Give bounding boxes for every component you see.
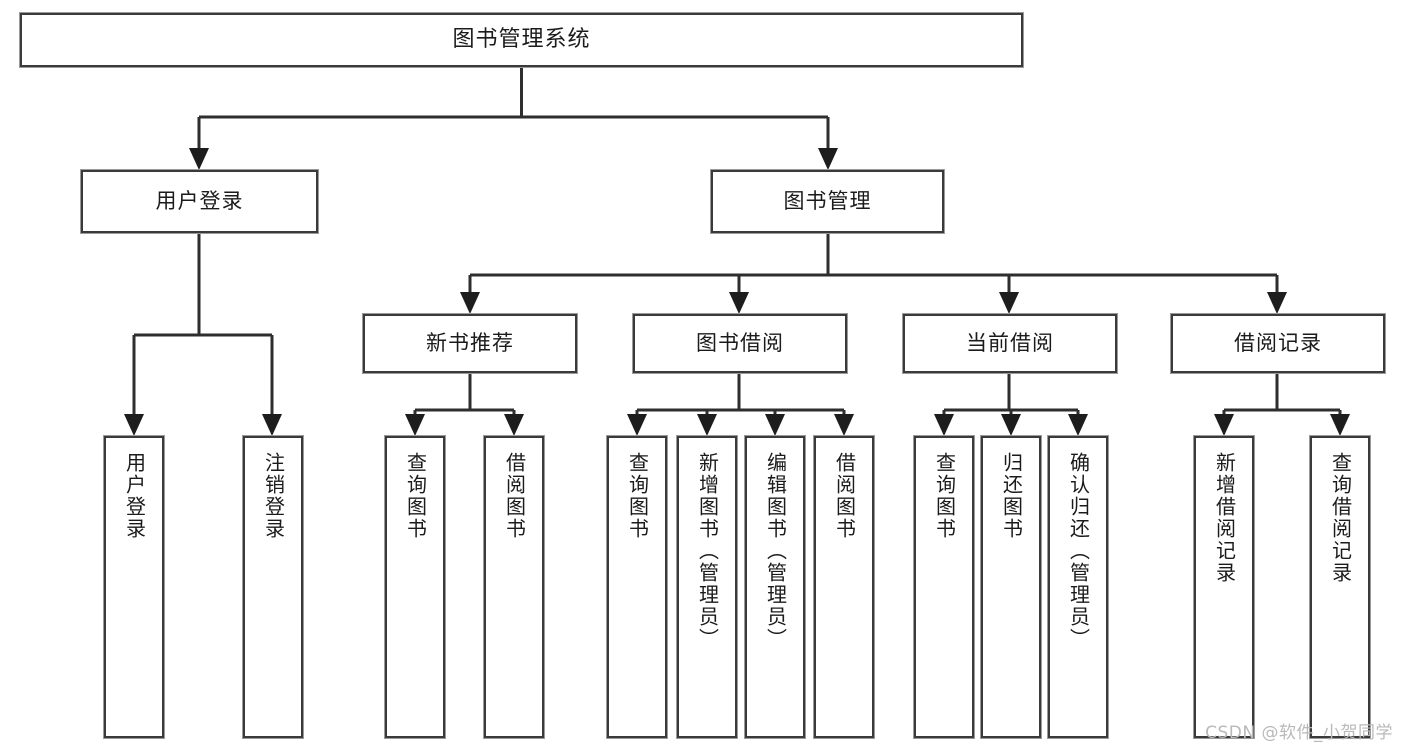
node-label: 注销登录 bbox=[261, 452, 286, 540]
node-label: 查询借阅记录 bbox=[1328, 452, 1353, 584]
leaf-query-book-borrow[interactable]: 查询图书 bbox=[607, 436, 667, 738]
node-label: 新增借阅记录 bbox=[1212, 452, 1237, 584]
leaf-confirm-return-admin[interactable]: 确认归还（管理员） bbox=[1048, 436, 1108, 738]
node-label: 图书借阅 bbox=[696, 330, 784, 355]
node-book-management[interactable]: 图书管理 bbox=[711, 170, 944, 233]
node-label: 图书管理 bbox=[783, 188, 872, 213]
leaf-edit-book-admin[interactable]: 编辑图书（管理员） bbox=[745, 436, 805, 738]
node-current-borrow[interactable]: 当前借阅 bbox=[903, 314, 1117, 373]
node-borrow-record[interactable]: 借阅记录 bbox=[1171, 314, 1385, 373]
node-book-borrow[interactable]: 图书借阅 bbox=[633, 314, 847, 373]
leaf-logout[interactable]: 注销登录 bbox=[243, 436, 303, 738]
leaf-borrow-book-recommend[interactable]: 借阅图书 bbox=[484, 436, 544, 738]
node-label: 借阅图书 bbox=[502, 452, 527, 540]
node-root-system[interactable]: 图书管理系统 bbox=[20, 13, 1023, 67]
node-label: 新增图书（管理员） bbox=[695, 452, 720, 650]
node-label: 图书管理系统 bbox=[452, 26, 591, 52]
leaf-query-book-recommend[interactable]: 查询图书 bbox=[385, 436, 445, 738]
leaf-add-book-admin[interactable]: 新增图书（管理员） bbox=[677, 436, 737, 738]
node-label: 编辑图书（管理员） bbox=[763, 452, 788, 650]
node-label: 用户登录 bbox=[122, 452, 147, 540]
node-label: 查询图书 bbox=[932, 452, 957, 540]
leaf-add-borrow-record[interactable]: 新增借阅记录 bbox=[1194, 436, 1254, 738]
node-label: 借阅记录 bbox=[1234, 330, 1322, 355]
leaf-return-book[interactable]: 归还图书 bbox=[981, 436, 1041, 738]
node-label: 用户登录 bbox=[155, 188, 244, 213]
node-label: 新书推荐 bbox=[426, 330, 514, 355]
csdn-watermark: CSDN @软件_小贺同学 bbox=[1205, 723, 1393, 743]
node-label: 确认归还（管理员） bbox=[1066, 452, 1091, 650]
node-user-login[interactable]: 用户登录 bbox=[81, 170, 318, 233]
leaf-borrow-book[interactable]: 借阅图书 bbox=[814, 436, 874, 738]
node-label: 归还图书 bbox=[999, 452, 1024, 540]
node-label: 查询图书 bbox=[625, 452, 650, 540]
node-label: 借阅图书 bbox=[832, 452, 857, 540]
leaf-user-login[interactable]: 用户登录 bbox=[104, 436, 164, 738]
node-label: 当前借阅 bbox=[966, 330, 1054, 355]
node-new-book-recommend[interactable]: 新书推荐 bbox=[363, 314, 577, 373]
node-label: 查询图书 bbox=[403, 452, 428, 540]
leaf-query-borrow-record[interactable]: 查询借阅记录 bbox=[1310, 436, 1370, 738]
leaf-query-book-current[interactable]: 查询图书 bbox=[914, 436, 974, 738]
